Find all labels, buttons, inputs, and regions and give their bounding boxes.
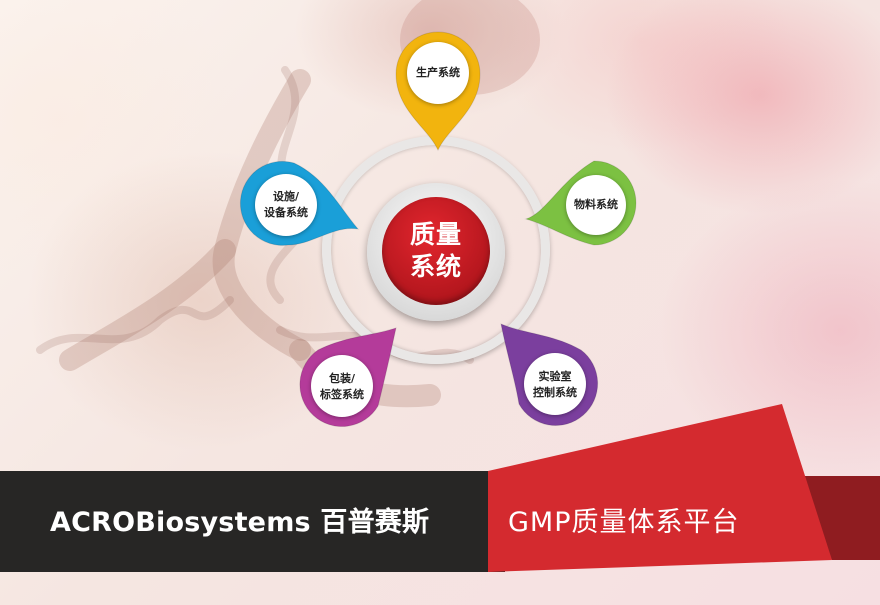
pin-facilities-marker-icon: [239, 160, 360, 246]
center-label-line2: 系统: [409, 252, 462, 281]
center-label-line1: 质量: [409, 220, 462, 249]
pin-materials: 物料系统: [522, 153, 642, 249]
center-badge: 质量 系统: [382, 197, 490, 305]
pin-production: 生产系统: [390, 28, 486, 152]
pin-production-marker-icon: [395, 31, 481, 152]
pin-packaging-marker-icon: [299, 327, 397, 428]
pin-facilities: 设施/ 设备系统: [238, 153, 362, 253]
pin-packaging: 包装/ 标签系统: [290, 322, 400, 434]
platform-title: GMP质量体系平台: [508, 507, 740, 538]
pin-production-label: 生产系统: [416, 66, 460, 79]
brand-name: ACROBiosystems 百普赛斯: [50, 507, 430, 538]
pin-laboratory: 实验室 控制系统: [497, 320, 609, 432]
pin-materials-label: 物料系统: [574, 198, 618, 211]
pin-laboratory-label: 实验室 控制系统: [533, 370, 577, 399]
pin-materials-marker-icon: [524, 160, 637, 246]
pin-facilities-label: 设施/ 设备系统: [264, 190, 308, 219]
pin-packaging-label: 包装/ 标签系统: [320, 372, 364, 401]
brand-banner: [0, 471, 505, 572]
